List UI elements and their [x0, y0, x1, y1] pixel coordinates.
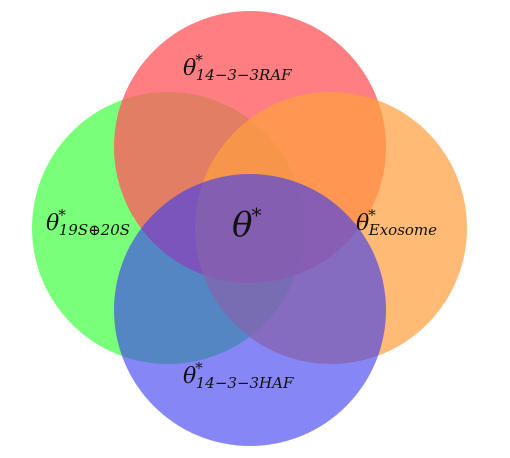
label-s19s20: θ*19S⊕20S: [46, 206, 131, 239]
label-exosome: θ*Exosome: [356, 206, 438, 239]
circle-haf: [114, 174, 386, 446]
label-center: θ*: [232, 203, 262, 245]
label-raf: θ*14−3−3RAF: [183, 51, 292, 84]
label-haf: θ*14−3−3HAF: [183, 359, 294, 392]
